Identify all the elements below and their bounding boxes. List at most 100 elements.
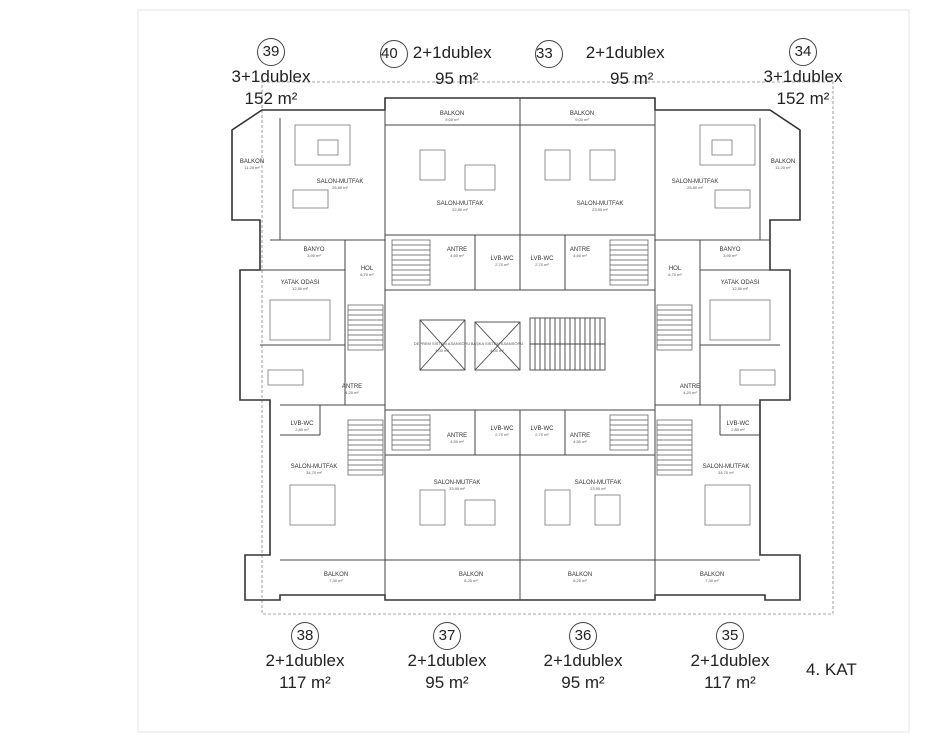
room-area: 2,70 m² bbox=[495, 262, 509, 267]
room-label: ANTRE bbox=[447, 433, 467, 439]
room-area: 34,70 m² bbox=[718, 470, 734, 475]
room-label: HOL bbox=[361, 266, 374, 272]
room-label: YATAK ODASI bbox=[721, 280, 760, 286]
room-area: 11,20 m² bbox=[244, 165, 260, 170]
room-area: 25,80 m² bbox=[332, 185, 348, 190]
room-area: 3,90 m² bbox=[307, 253, 321, 258]
unit-label-39: 39 3+1dublex 152 m² bbox=[216, 38, 326, 110]
unit-label-40: 40 2+1dublex 95 m² bbox=[380, 40, 520, 90]
unit-area: 117 m² bbox=[704, 673, 756, 692]
room-label: ANTRE bbox=[680, 384, 700, 390]
unit-type: 2+1dublex bbox=[543, 651, 623, 670]
unit-number: 39 bbox=[257, 38, 285, 66]
room-area: 2,70 m² bbox=[495, 432, 509, 437]
unit-label-33: 33 2+1dublex 95 m² bbox=[535, 40, 695, 90]
room-area: 2,80 m² bbox=[731, 427, 745, 432]
room-area: 9,00 m² bbox=[445, 117, 459, 122]
room-label: LVB-WC bbox=[727, 421, 751, 427]
roof-outline bbox=[261, 81, 834, 615]
interior-walls bbox=[260, 98, 780, 600]
room-area: 11,20 m² bbox=[775, 165, 791, 170]
unit-type: 3+1dublex bbox=[231, 67, 311, 86]
room-label: LVB-WC bbox=[491, 426, 515, 432]
room-label: LVB-WC bbox=[491, 256, 515, 262]
room-label: HOL bbox=[669, 266, 682, 272]
unit-number: 34 bbox=[789, 38, 817, 66]
room-area: 2,70 m² bbox=[535, 262, 549, 267]
unit-type: 2+1dublex bbox=[407, 651, 487, 670]
unit-label-36: 36 2+1dublex 95 m² bbox=[528, 622, 638, 694]
room-area: 6,70 m² bbox=[360, 272, 374, 277]
unit-area: 117 m² bbox=[279, 673, 331, 692]
elevator-label: BAŞKA SİSTEM ASANSÖRÜ bbox=[471, 341, 524, 346]
room-label: LVB-WC bbox=[291, 421, 315, 427]
room-label: BANYO bbox=[719, 247, 740, 253]
room-area: 4,50 m² bbox=[573, 253, 587, 258]
unit-type: 3+1dublex bbox=[763, 67, 843, 86]
unit-area: 95 m² bbox=[425, 673, 469, 692]
room-area: 4,20 m² bbox=[683, 390, 697, 395]
room-label: BALKON bbox=[324, 572, 348, 578]
unit-type: 2+1dublex bbox=[412, 43, 492, 62]
room-area: 2,70 m² bbox=[535, 432, 549, 437]
room-label: SALON-MUTFAK bbox=[434, 480, 481, 486]
outer-walls bbox=[231, 97, 801, 601]
room-area: 4,50 m² bbox=[573, 439, 587, 444]
elevator-area: 4,00 m² bbox=[435, 348, 449, 353]
room-area: 33,90 m² bbox=[449, 486, 465, 491]
room-label: SALON-MUTFAK bbox=[672, 179, 719, 185]
unit-area: 152 m² bbox=[776, 89, 830, 108]
room-label: ANTRE bbox=[570, 247, 590, 253]
room-label: BANYO bbox=[303, 247, 324, 253]
room-area: 4,50 m² bbox=[450, 253, 464, 258]
room-area: 4,20 m² bbox=[345, 390, 359, 395]
floor-label: 4. KAT bbox=[806, 660, 857, 679]
unit-label-35: 35 2+1dublex 117 m² bbox=[675, 622, 785, 694]
room-label: BALKON bbox=[700, 572, 724, 578]
room-area: 34,70 m² bbox=[306, 470, 322, 475]
unit-type: 2+1dublex bbox=[690, 651, 770, 670]
room-label: SALON-MUTFAK bbox=[575, 480, 622, 486]
unit-area: 95 m² bbox=[610, 69, 654, 88]
room-label: LVB-WC bbox=[531, 256, 555, 262]
room-area: 7,30 m² bbox=[705, 578, 719, 583]
unit-label-34: 34 3+1dublex 152 m² bbox=[748, 38, 858, 110]
room-area: 12,50 m² bbox=[732, 286, 748, 291]
room-label: YATAK ODASI bbox=[281, 280, 320, 286]
elevator-label: DEPREM SİSTEM ASANSÖRÜ bbox=[414, 341, 471, 346]
room-area: 22,80 m² bbox=[452, 207, 468, 212]
room-area: 9,00 m² bbox=[575, 117, 589, 122]
room-area: 3,90 m² bbox=[723, 253, 737, 258]
room-area: 23,90 m² bbox=[592, 207, 608, 212]
room-label: BALKON bbox=[240, 159, 264, 165]
unit-number: 33 bbox=[535, 40, 563, 68]
room-label: SALON-MUTFAK bbox=[291, 464, 338, 470]
room-label: ANTRE bbox=[342, 384, 362, 390]
unit-area: 95 m² bbox=[561, 673, 605, 692]
room-label: BALKON bbox=[771, 159, 795, 165]
room-area: 8,20 m² bbox=[573, 578, 587, 583]
room-label: SALON-MUTFAK bbox=[437, 201, 484, 207]
core-stairs-elevators bbox=[419, 317, 606, 371]
unit-number: 37 bbox=[433, 622, 461, 650]
room-area: 4,50 m² bbox=[450, 439, 464, 444]
room-label: ANTRE bbox=[570, 433, 590, 439]
unit-number: 35 bbox=[716, 622, 744, 650]
unit-area: 95 m² bbox=[435, 69, 479, 88]
room-label: SALON-MUTFAK bbox=[703, 464, 750, 470]
room-label: SALON-MUTFAK bbox=[577, 201, 624, 207]
elevator-area: 4,00 m² bbox=[490, 348, 504, 353]
room-area: 7,30 m² bbox=[329, 578, 343, 583]
room-area: 2,80 m² bbox=[295, 427, 309, 432]
room-label: SALON-MUTFAK bbox=[317, 179, 364, 185]
room-area: 23,90 m² bbox=[590, 486, 606, 491]
room-area: 8,20 m² bbox=[464, 578, 478, 583]
room-label: BALKON bbox=[440, 111, 464, 117]
unit-stairs bbox=[347, 239, 693, 476]
room-area: 25,80 m² bbox=[687, 185, 703, 190]
furniture bbox=[267, 124, 776, 526]
sheet-frame bbox=[137, 9, 910, 733]
room-label: LVB-WC bbox=[531, 426, 555, 432]
room-label: BALKON bbox=[570, 111, 594, 117]
